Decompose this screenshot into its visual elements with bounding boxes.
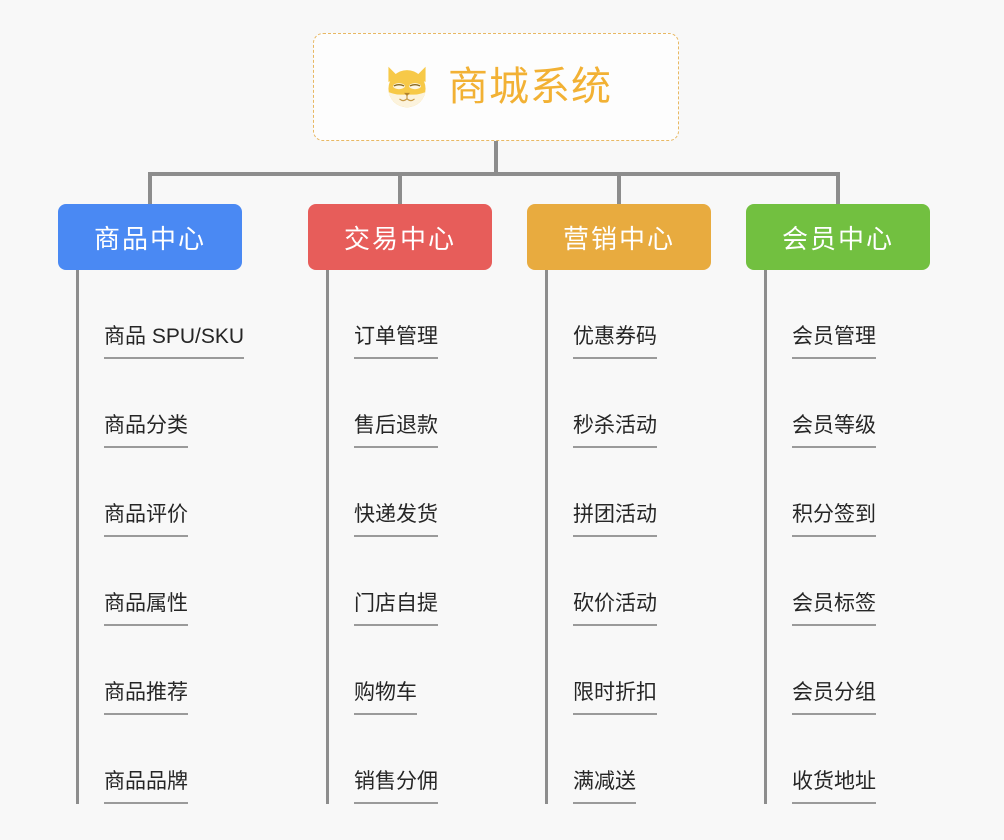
leaf-item[interactable]: 会员等级 [746, 359, 930, 448]
leaf-item[interactable]: 售后退款 [308, 359, 492, 448]
leaf-item-label: 拼团活动 [573, 503, 657, 537]
category-column-4: 会员中心会员管理会员等级积分签到会员标签会员分组收货地址 [746, 204, 930, 804]
leaf-item-label: 会员等级 [792, 414, 876, 448]
category-box-2[interactable]: 交易中心 [308, 204, 492, 270]
leaf-item-label: 会员分组 [792, 681, 876, 715]
leaf-item[interactable]: 商品品牌 [58, 715, 242, 804]
connector-drop-1 [148, 172, 152, 204]
leaf-item[interactable]: 门店自提 [308, 537, 492, 626]
leaf-item[interactable]: 商品评价 [58, 448, 242, 537]
leaf-list-1: 商品 SPU/SKU 商品分类商品评价商品属性商品推荐商品品牌 [58, 270, 245, 804]
leaf-item[interactable]: 秒杀活动 [527, 359, 711, 448]
leaf-item[interactable]: 订单管理 [308, 270, 492, 359]
leaf-list-4: 会员管理会员等级积分签到会员标签会员分组收货地址 [746, 270, 930, 804]
connector-spine-4 [764, 270, 767, 804]
leaf-item-label: 商品属性 [104, 592, 188, 626]
leaf-item-label: 商品推荐 [104, 681, 188, 715]
root-node-mall-system[interactable]: 商城系统 [313, 33, 679, 141]
leaf-item[interactable]: 拼团活动 [527, 448, 711, 537]
leaf-item[interactable]: 商品 SPU/SKU [58, 270, 245, 359]
leaf-item-label: 收货地址 [792, 770, 876, 804]
leaf-item[interactable]: 优惠券码 [527, 270, 711, 359]
leaf-item-label: 限时折扣 [573, 681, 657, 715]
leaf-item[interactable]: 会员分组 [746, 626, 930, 715]
leaf-item-label: 门店自提 [354, 592, 438, 626]
leaf-item-label: 销售分佣 [354, 770, 438, 804]
leaf-item[interactable]: 砍价活动 [527, 537, 711, 626]
leaf-item-label: 订单管理 [354, 325, 438, 359]
leaf-item-label: 砍价活动 [573, 592, 657, 626]
connector-spine-2 [326, 270, 329, 804]
leaf-item-label: 商品 SPU/SKU [104, 325, 245, 359]
root-node-content: 商城系统 [380, 60, 612, 114]
leaf-item-label: 会员标签 [792, 592, 876, 626]
leaf-item-label: 购物车 [354, 681, 417, 715]
leaf-item-label: 商品评价 [104, 503, 188, 537]
leaf-item-label: 售后退款 [354, 414, 438, 448]
connector-spine-3 [545, 270, 548, 804]
leaf-item[interactable]: 销售分佣 [308, 715, 492, 804]
connector-spine-1 [76, 270, 79, 804]
root-node-title: 商城系统 [448, 65, 612, 109]
leaf-item-label: 快递发货 [354, 503, 438, 537]
category-column-2: 交易中心订单管理售后退款快递发货门店自提购物车销售分佣 [308, 204, 492, 804]
category-column-1: 商品中心商品 SPU/SKU 商品分类商品评价商品属性商品推荐商品品牌 [58, 204, 245, 804]
category-box-3[interactable]: 营销中心 [527, 204, 711, 270]
category-box-1[interactable]: 商品中心 [58, 204, 242, 270]
leaf-list-3: 优惠券码秒杀活动拼团活动砍价活动限时折扣满减送 [527, 270, 711, 804]
connector-drop-3 [617, 172, 621, 204]
category-column-3: 营销中心优惠券码秒杀活动拼团活动砍价活动限时折扣满减送 [527, 204, 711, 804]
leaf-item[interactable]: 收货地址 [746, 715, 930, 804]
leaf-item-label: 积分签到 [792, 503, 876, 537]
leaf-item[interactable]: 会员管理 [746, 270, 930, 359]
connector-root-stem [494, 141, 498, 176]
leaf-item[interactable]: 会员标签 [746, 537, 930, 626]
connector-drop-2 [398, 172, 402, 204]
leaf-item-label: 秒杀活动 [573, 414, 657, 448]
leaf-item[interactable]: 限时折扣 [527, 626, 711, 715]
leaf-item-label: 会员管理 [792, 325, 876, 359]
leaf-item[interactable]: 商品分类 [58, 359, 242, 448]
leaf-item[interactable]: 快递发货 [308, 448, 492, 537]
connector-horizontal-bus [148, 172, 840, 176]
leaf-item-label: 商品品牌 [104, 770, 188, 804]
leaf-item[interactable]: 商品属性 [58, 537, 242, 626]
leaf-list-2: 订单管理售后退款快递发货门店自提购物车销售分佣 [308, 270, 492, 804]
leaf-item[interactable]: 满减送 [527, 715, 711, 804]
leaf-item-label: 满减送 [573, 770, 636, 804]
leaf-item[interactable]: 商品推荐 [58, 626, 242, 715]
leaf-item-label: 商品分类 [104, 414, 188, 448]
shiba-dog-icon [388, 66, 426, 108]
leaf-item[interactable]: 购物车 [308, 626, 492, 715]
leaf-item-label: 优惠券码 [573, 325, 657, 359]
connector-drop-4 [836, 172, 840, 204]
category-box-4[interactable]: 会员中心 [746, 204, 930, 270]
leaf-item[interactable]: 积分签到 [746, 448, 930, 537]
